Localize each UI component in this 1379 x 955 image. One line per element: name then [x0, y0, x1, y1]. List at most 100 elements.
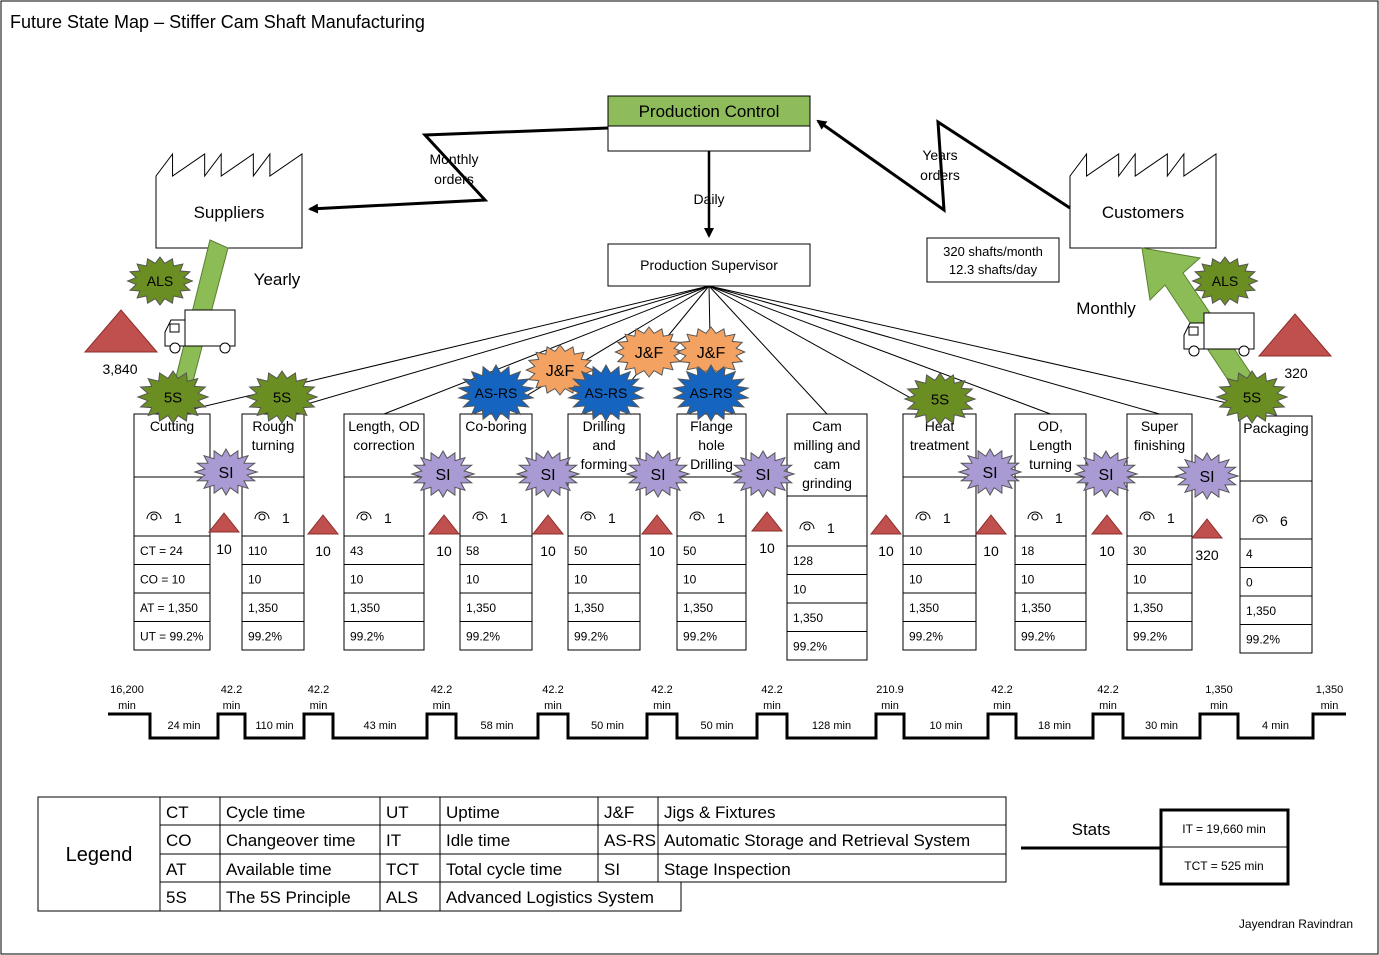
data-box-value: 10	[574, 573, 588, 587]
process-name: Rough	[252, 418, 293, 434]
five-s-burst	[245, 370, 319, 424]
five-s-label: 5S	[164, 389, 182, 406]
supervisor-schedule-line	[708, 285, 1277, 415]
idle-time-unit: min	[310, 700, 328, 712]
operator-icon-arc	[689, 511, 705, 520]
legend-cell	[159, 853, 221, 883]
data-box-row	[1126, 592, 1193, 622]
start-inventory-label: 3,840	[102, 361, 137, 377]
legend-cell-text: Total cycle time	[446, 860, 562, 879]
legend-cell-text: SI	[604, 860, 620, 879]
page-title: Future State Map – Stiffer Cam Shaft Man…	[10, 12, 425, 32]
five-s-burst	[903, 372, 977, 426]
process-name: Length	[1029, 437, 1072, 453]
data-box-row	[676, 592, 747, 622]
data-box-row	[1014, 621, 1087, 651]
process-name: OD,	[1038, 418, 1063, 434]
customer-truck-icon-cargo	[1203, 312, 1255, 350]
supervisor-schedule-line	[708, 285, 1160, 415]
monthly-orders-label: Monthly	[429, 151, 478, 167]
operator-icon-head	[1143, 513, 1151, 521]
als-label: ALS	[1212, 273, 1238, 289]
customers-label: Customers	[1102, 203, 1184, 222]
operator-icon-head	[1256, 516, 1264, 524]
operator-count: 1	[282, 510, 290, 526]
stage-inspection-label: SI	[218, 465, 233, 482]
data-box-row	[1239, 538, 1313, 568]
stats-label: Stats	[1072, 820, 1111, 839]
suppliers-factory	[155, 152, 303, 249]
data-box-value: 10	[1133, 573, 1147, 587]
customer-truck-icon-wheel	[1238, 345, 1250, 357]
operator-count: 1	[384, 510, 392, 526]
five-s-label: 5S	[1243, 389, 1261, 406]
data-box-row	[1239, 567, 1313, 597]
data-box-value: 10	[350, 573, 364, 587]
inventory-count: 10	[436, 543, 452, 559]
operator-icon-arc	[1252, 514, 1268, 523]
stage-inspection-label: SI	[540, 467, 555, 484]
stage-inspection-burst	[730, 449, 796, 499]
author-label: Jayendran Ravindran	[1239, 917, 1353, 931]
process-box	[1014, 413, 1087, 478]
data-box-row	[343, 621, 425, 651]
supplier-truck-icon-wheel	[219, 342, 231, 354]
data-box-value: 58	[466, 544, 480, 558]
process-name: treatment	[910, 437, 969, 453]
inventory-count: 10	[216, 541, 232, 557]
customers-factory	[1069, 152, 1217, 249]
data-box-value: 43	[350, 544, 364, 558]
legend-cell	[219, 853, 381, 883]
legend-cell-text: 5S	[166, 888, 187, 907]
data-box-row	[459, 592, 533, 622]
supplier-truck-icon-window	[169, 323, 180, 333]
idle-time-unit: min	[1099, 700, 1117, 712]
data-box-value: 99.2%	[574, 630, 608, 644]
inventory-count: 10	[759, 540, 775, 556]
operator-icon-arc	[254, 511, 270, 520]
idle-time-value: 210.9	[876, 684, 904, 696]
operator-icon-arc	[146, 511, 162, 520]
inventory-triangle	[207, 512, 241, 533]
asrs-label: AS-RS	[475, 385, 518, 401]
demand-label: 320 shafts/month	[943, 244, 1043, 259]
operator-icon-head	[919, 513, 927, 521]
data-box-value: 1,350	[909, 601, 939, 615]
monthly-orders-label: orders	[434, 171, 474, 187]
data-box-row	[133, 621, 211, 651]
legend-cell-text: Idle time	[446, 831, 510, 850]
stats-idle-time: IT = 19,660 min	[1182, 822, 1266, 836]
years-orders-arrow	[816, 119, 1071, 214]
operator-icon-arc	[356, 511, 372, 520]
data-box-value: 99.2%	[1246, 633, 1280, 647]
supplier-truck-icon-cargo	[184, 309, 236, 347]
demand-label: 12.3 shafts/day	[949, 262, 1038, 277]
data-box-operators	[459, 476, 533, 537]
idle-time-unit: min	[763, 700, 781, 712]
five-s-burst	[136, 370, 210, 424]
process-name: Drilling	[690, 456, 733, 472]
data-box-row	[459, 564, 533, 594]
data-box-row	[902, 621, 977, 651]
idle-time-unit: min	[881, 700, 899, 712]
supplier-truck-icon-wheel	[169, 342, 181, 354]
data-box-row	[902, 564, 977, 594]
production-supervisor-box	[607, 243, 811, 287]
supervisor-schedule-line	[708, 285, 828, 415]
inventory-triangle	[640, 514, 674, 535]
supervisor-schedule-line	[708, 285, 1051, 415]
supervisor-schedule-line	[495, 285, 710, 415]
inventory-count: 10	[1099, 543, 1115, 559]
idle-time-value: 42.2	[761, 684, 782, 696]
inventory-count: 320	[1195, 547, 1219, 563]
legend-cell-text: UT	[386, 803, 409, 822]
idle-time-unit: min	[653, 700, 671, 712]
process-name: correction	[353, 437, 414, 453]
data-box-value: 0	[1246, 576, 1253, 590]
idle-time-unit: min	[993, 700, 1011, 712]
legend-cell	[439, 881, 682, 912]
data-box-operators	[133, 476, 211, 537]
data-box-value: 1,350	[1246, 604, 1276, 618]
legend-cell-text: Jigs & Fixtures	[664, 803, 775, 822]
